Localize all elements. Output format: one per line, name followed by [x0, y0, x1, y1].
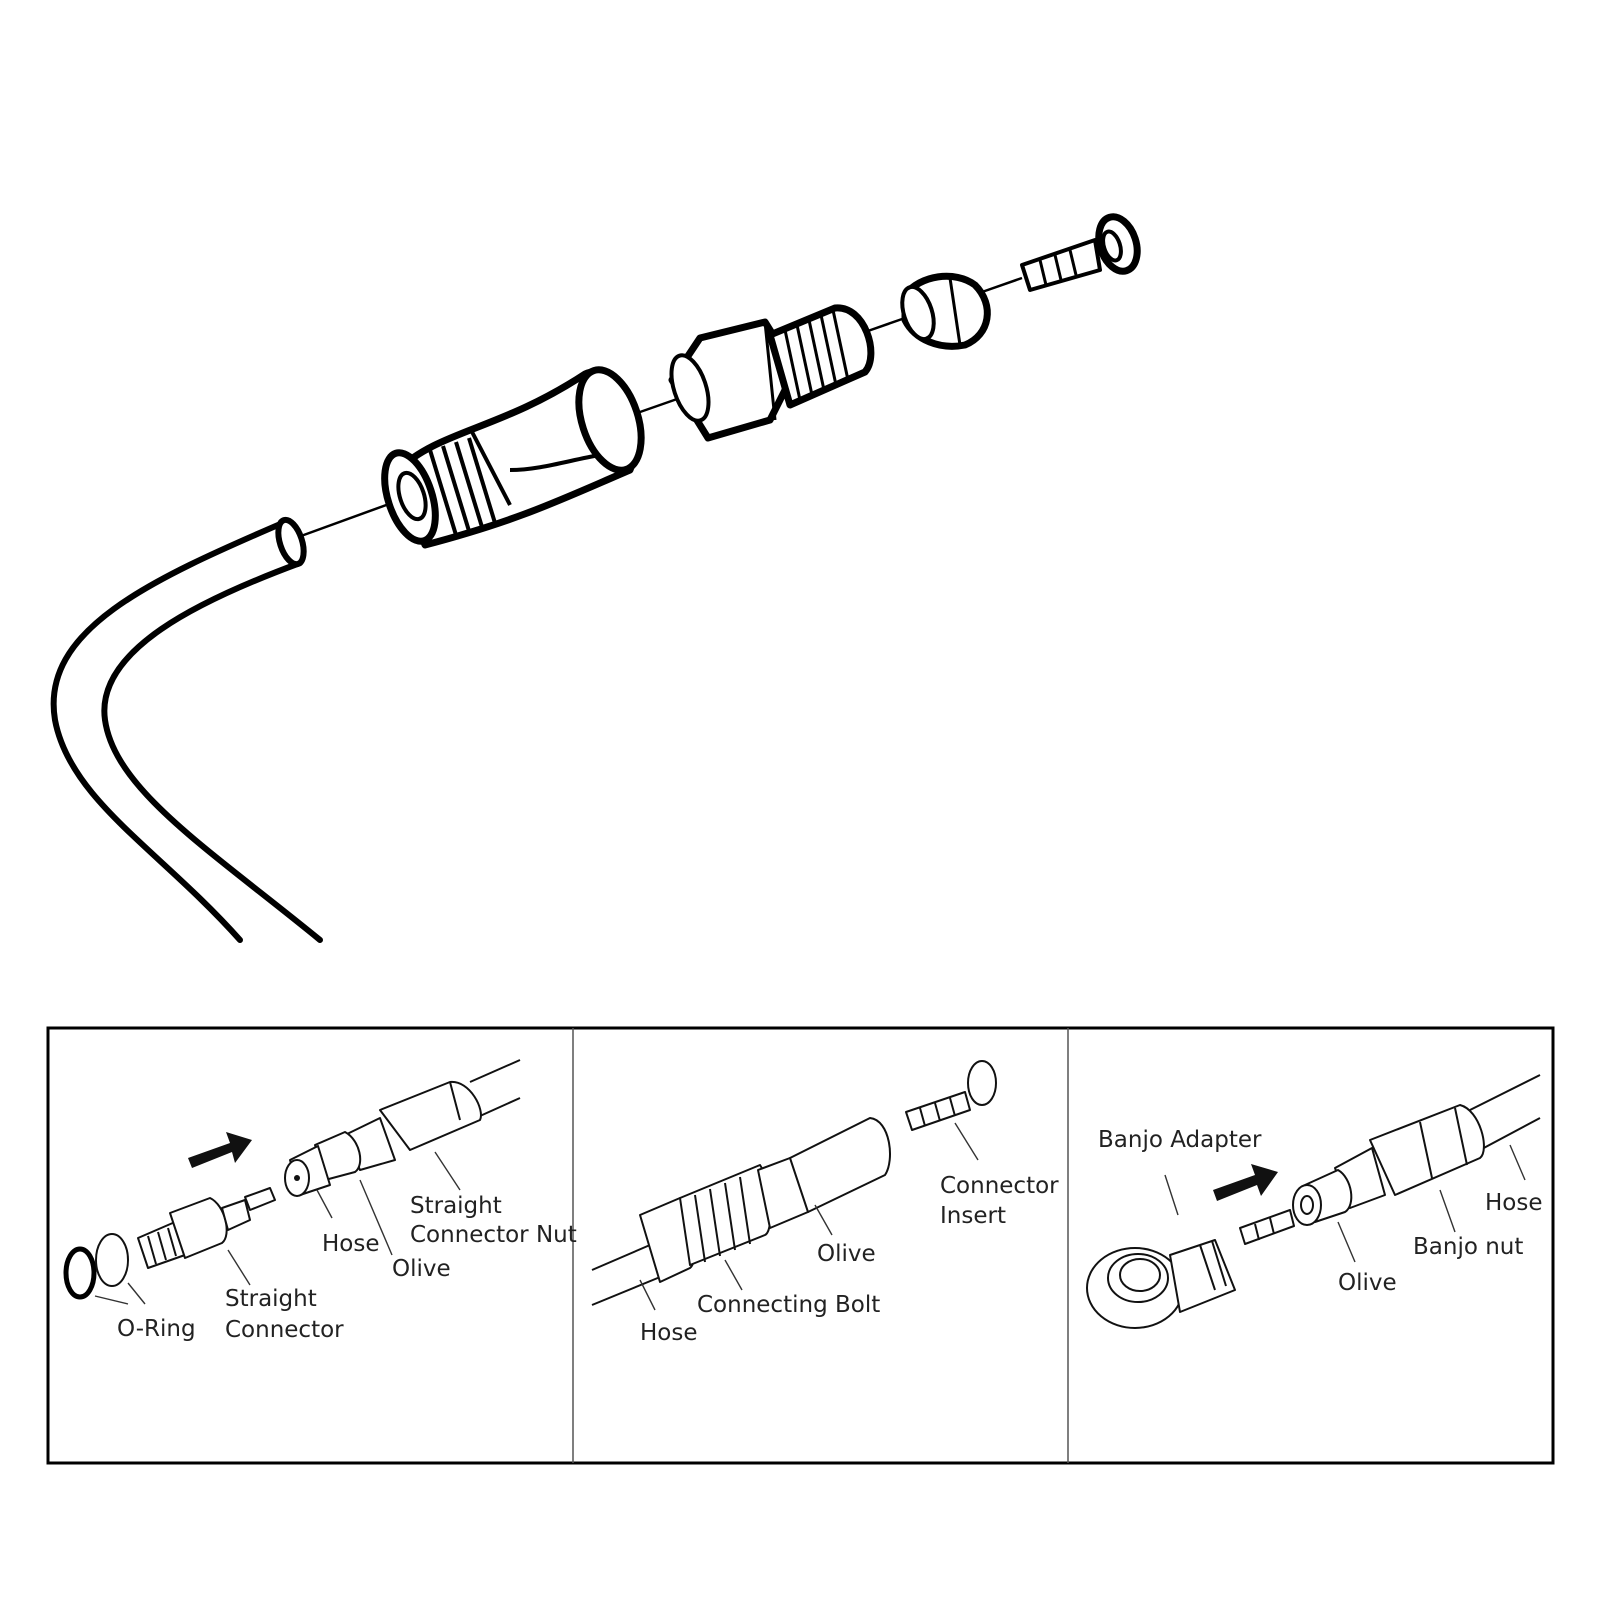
washer-illustration — [95, 1233, 129, 1287]
label-banjo-adapter: Banjo Adapter — [1098, 1127, 1262, 1153]
label-hose-2: Hose — [640, 1320, 698, 1346]
assembly-axis-line — [289, 276, 1023, 542]
label-olive-2: Olive — [817, 1241, 876, 1267]
hose-illustration — [50, 516, 323, 943]
label-hose-3: Hose — [1485, 1190, 1543, 1216]
direction-arrow-icon-2 — [1213, 1164, 1278, 1201]
label-straight-connector-nut-line1: Straight — [410, 1193, 502, 1219]
panels-frame — [46, 1026, 1555, 1465]
straight-connector-illustration — [137, 1187, 276, 1269]
connecting-bolt-threads — [783, 309, 850, 401]
panel-straight-connector: O-Ring Straight Connector Hose Olive Str… — [63, 1059, 577, 1343]
banjo-adapter-illustration — [1086, 1209, 1295, 1329]
olive-illustration — [900, 272, 991, 350]
direction-arrow-icon — [188, 1132, 252, 1168]
label-straight-connector-line2: Connector — [225, 1317, 344, 1343]
reference-panels — [46, 1026, 1555, 1465]
label-olive-3: Olive — [1338, 1270, 1397, 1296]
hose-with-nut-illustration — [284, 1059, 521, 1197]
label-straight-connector-line1: Straight — [225, 1286, 317, 1312]
connector-insert-illustration — [1020, 213, 1141, 292]
label-connector-insert-line1: Connector — [940, 1173, 1059, 1199]
label-banjo-nut: Banjo nut — [1413, 1234, 1523, 1260]
label-connector-insert-line2: Insert — [940, 1203, 1006, 1229]
main-exploded-view — [50, 213, 1141, 943]
banjo-nut-hose-illustration — [1292, 1074, 1541, 1226]
label-hose: Hose — [322, 1231, 380, 1257]
label-olive: Olive — [392, 1256, 451, 1282]
label-connecting-bolt: Connecting Bolt — [697, 1292, 880, 1318]
label-straight-connector-nut-line2: Connector Nut — [410, 1222, 577, 1248]
panel-connecting-bolt: Hose Connecting Bolt Olive Connector Ins… — [591, 1060, 1059, 1346]
connecting-bolt-illustration — [668, 304, 875, 442]
hose-with-bolt-illustration — [591, 1117, 891, 1306]
o-ring-illustration — [63, 1246, 97, 1300]
connector-nut-threads — [428, 437, 497, 536]
label-o-ring: O-Ring — [117, 1316, 196, 1342]
connector-nut-illustration — [381, 366, 645, 549]
connector-insert-small-illustration — [905, 1060, 997, 1131]
panel-banjo: Banjo Adapter Olive Banjo nut Hose — [1086, 1074, 1543, 1329]
